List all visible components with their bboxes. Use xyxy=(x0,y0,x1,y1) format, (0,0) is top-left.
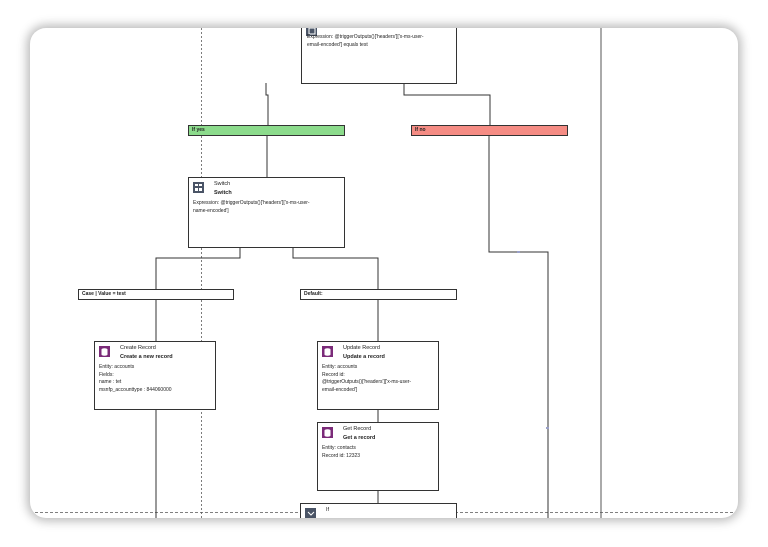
connector-no-down xyxy=(488,136,549,518)
branch-no-bar[interactable]: If no xyxy=(411,125,568,136)
port-mark xyxy=(546,427,549,429)
flow-canvas: Expression: @triggerOutputs()['headers']… xyxy=(30,28,738,518)
condition-expression-line-1: Expression: @triggerOutputs()['headers']… xyxy=(307,34,424,40)
create-record-line: Entity: accounts xyxy=(99,364,135,370)
condition-icon xyxy=(305,508,316,518)
create-record-title: Create a new record xyxy=(120,354,173,360)
switch-type-label: Switch xyxy=(214,181,231,187)
get-record-type: Get Record xyxy=(343,426,372,432)
if-node[interactable]: If xyxy=(300,503,457,518)
if-type-label: If xyxy=(326,507,330,513)
get-record-title: Get a record xyxy=(343,435,376,441)
update-record-line: Record id: xyxy=(322,371,345,378)
connector-no xyxy=(403,83,491,125)
get-record-line: Entity: contacts xyxy=(322,445,356,451)
get-record-node[interactable]: Get Record Get a record Entity: contacts… xyxy=(317,422,439,491)
create-record-node[interactable]: Create Record Create a new record Entity… xyxy=(94,341,216,410)
switch-icon xyxy=(193,182,204,193)
update-record-type: Update Record xyxy=(343,345,380,351)
branch-yes-bar[interactable]: If yes xyxy=(188,125,345,136)
database-icon xyxy=(322,346,333,357)
condition-icon xyxy=(306,28,317,36)
get-record-line: Record id: 12323 xyxy=(322,452,361,459)
create-record-line: Fields: xyxy=(99,371,114,378)
switch-title: Switch xyxy=(214,190,232,196)
create-record-type: Create Record xyxy=(120,345,156,351)
port-mark xyxy=(517,251,520,253)
case-test-bar[interactable]: Case | Value = test xyxy=(78,289,234,300)
database-icon xyxy=(99,346,110,357)
create-record-line: msnfp_accounttype : 844060000 xyxy=(99,386,172,393)
diagram-frame: Expression: @triggerOutputs()['headers']… xyxy=(30,28,738,518)
database-icon xyxy=(322,427,333,438)
condition-expression-line-2: email-encoded'] equals test xyxy=(307,41,368,48)
switch-expression-line-2: name-encoded'] xyxy=(193,207,229,214)
connector-lines xyxy=(30,28,738,518)
update-record-line: @triggerOutputs()['headers']['x-ms-user- xyxy=(322,379,412,385)
case-default-bar[interactable]: Default: xyxy=(300,289,457,300)
switch-node[interactable]: Switch Switch Expression: @triggerOutput… xyxy=(188,177,345,248)
connector-yes xyxy=(265,83,269,125)
update-record-title: Update a record xyxy=(343,354,385,360)
switch-expression-line-1: Expression: @triggerOutputs()['headers']… xyxy=(193,200,310,206)
update-record-line: email-encoded'] xyxy=(322,386,358,393)
condition-node[interactable]: Expression: @triggerOutputs()['headers']… xyxy=(301,28,457,84)
connector-case xyxy=(155,248,241,290)
connector-default xyxy=(292,248,379,290)
update-record-line: Entity: accounts xyxy=(322,364,358,370)
update-record-node[interactable]: Update Record Update a record Entity: ac… xyxy=(317,341,439,410)
create-record-line: name : tet xyxy=(99,379,122,385)
